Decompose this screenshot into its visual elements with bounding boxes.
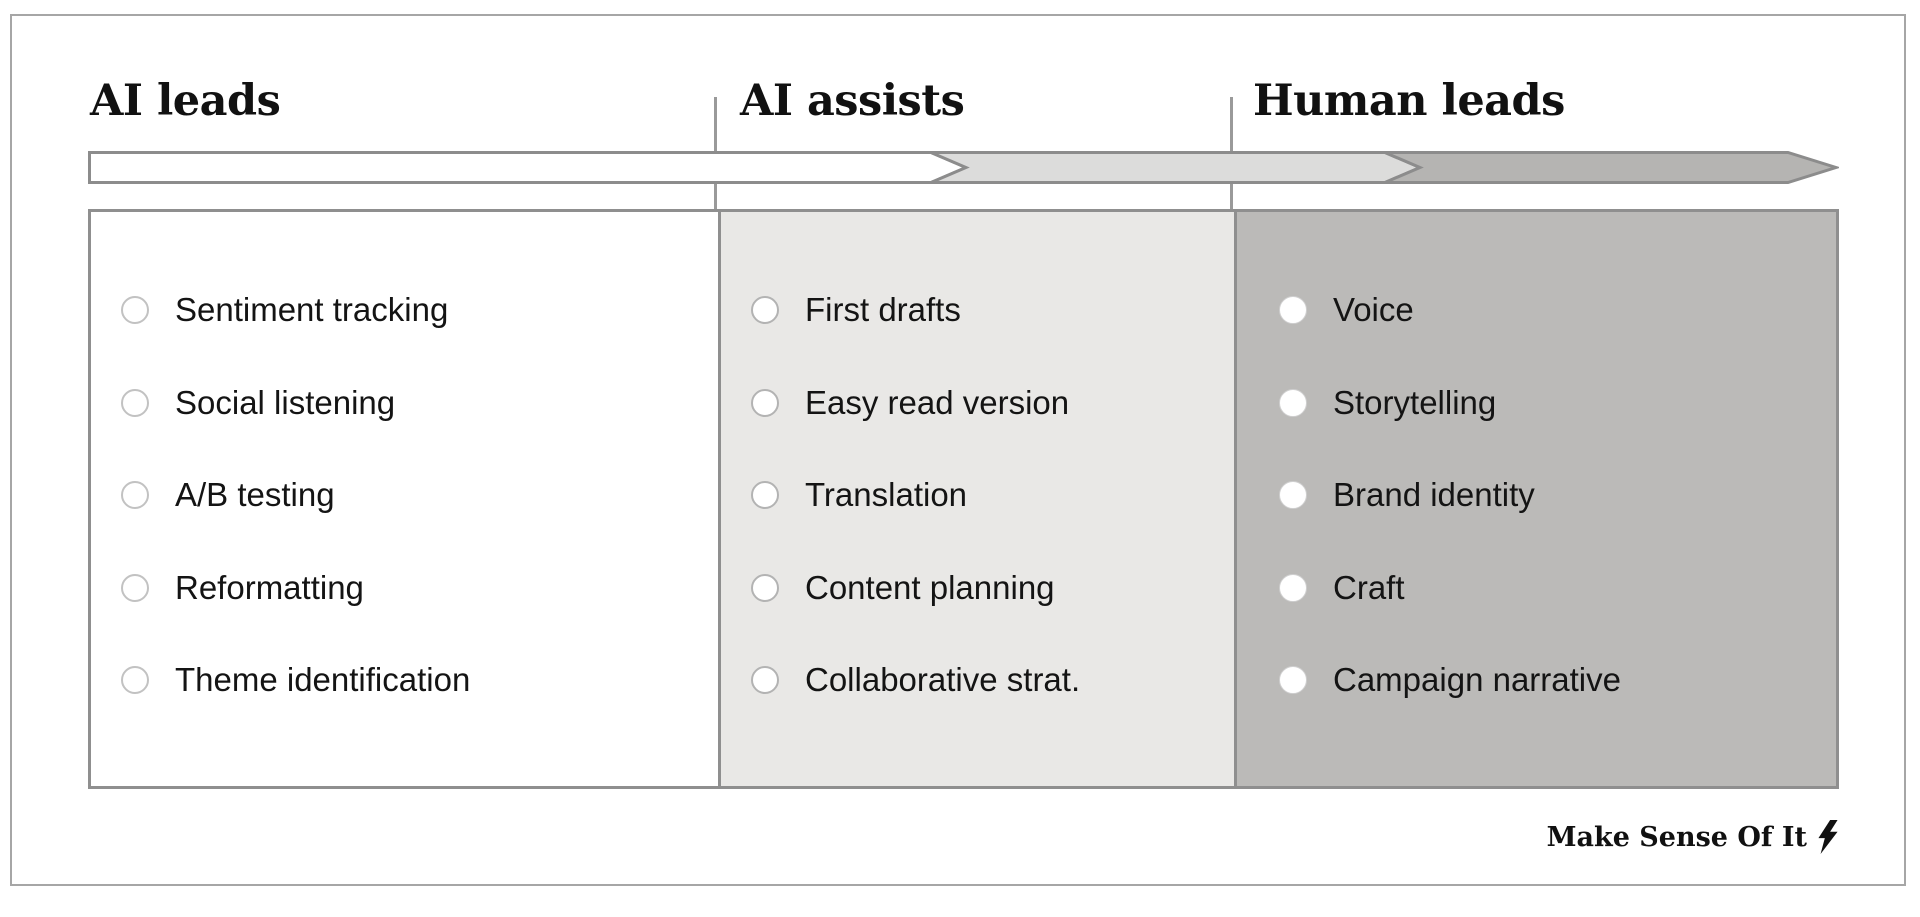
list-item: Reformatting xyxy=(121,542,718,635)
column-header-human-leads: Human leads xyxy=(1253,76,1565,126)
list-item-label: Social listening xyxy=(175,383,396,421)
circle-bullet-icon xyxy=(751,296,779,325)
arrow-segment-ai-assists xyxy=(930,151,1424,184)
circle-bullet-icon xyxy=(751,481,779,510)
list-item-label: Theme identification xyxy=(175,661,471,699)
list-item-label: Sentiment tracking xyxy=(175,291,449,329)
list-item: Sentiment tracking xyxy=(121,264,718,357)
list-item: Easy read version xyxy=(751,357,1234,450)
list-item: Translation xyxy=(751,449,1234,542)
list-item-label: Voice xyxy=(1333,291,1414,329)
list-item-label: Storytelling xyxy=(1333,383,1497,421)
circle-bullet-icon xyxy=(121,296,149,325)
list-item: Social listening xyxy=(121,357,718,450)
list-item-label: Translation xyxy=(805,476,968,514)
list-item: Voice xyxy=(1279,264,1836,357)
column-header-ai-assists: AI assists xyxy=(740,76,965,126)
list-item: First drafts xyxy=(751,264,1234,357)
arrow-segment-ai-leads xyxy=(88,151,970,184)
circle-bullet-icon xyxy=(121,573,149,602)
list-item: Craft xyxy=(1279,542,1836,635)
list-item: Theme identification xyxy=(121,634,718,727)
brand-text: Make Sense Of It xyxy=(1546,821,1807,853)
list-item: Campaign narrative xyxy=(1279,634,1836,727)
list-item: Brand identity xyxy=(1279,449,1836,542)
list-item-label: Campaign narrative xyxy=(1333,661,1621,699)
gradient-arrow xyxy=(88,151,1839,184)
list-item-label: Collaborative strat. xyxy=(805,661,1081,699)
circle-bullet-icon xyxy=(121,481,149,510)
list-item-label: Brand identity xyxy=(1333,476,1535,514)
circle-bullet-icon xyxy=(1279,388,1307,417)
circle-bullet-icon xyxy=(121,388,149,417)
list-item: Collaborative strat. xyxy=(751,634,1234,727)
list-item: Content planning xyxy=(751,542,1234,635)
list-item-label: Reformatting xyxy=(175,568,364,606)
brand-footer: Make Sense Of It xyxy=(88,820,1839,854)
circle-bullet-icon xyxy=(1279,481,1307,510)
circle-bullet-icon xyxy=(751,388,779,417)
list-item: Storytelling xyxy=(1279,357,1836,450)
circle-bullet-icon xyxy=(1279,296,1307,325)
circle-bullet-icon xyxy=(1279,573,1307,602)
list-item: A/B testing xyxy=(121,449,718,542)
list-item-label: Content planning xyxy=(805,568,1055,606)
circle-bullet-icon xyxy=(121,666,149,695)
circle-bullet-icon xyxy=(751,666,779,695)
lightning-bolt-icon xyxy=(1818,820,1838,854)
list-item-label: First drafts xyxy=(805,291,961,329)
list-item-label: Easy read version xyxy=(805,383,1070,421)
arrow-segment-human-leads xyxy=(1384,151,1839,184)
list-item-label: Craft xyxy=(1333,568,1405,606)
column-header-ai-leads: AI leads xyxy=(90,76,281,126)
list-item-label: A/B testing xyxy=(175,476,335,514)
circle-bullet-icon xyxy=(1279,666,1307,695)
circle-bullet-icon xyxy=(751,573,779,602)
